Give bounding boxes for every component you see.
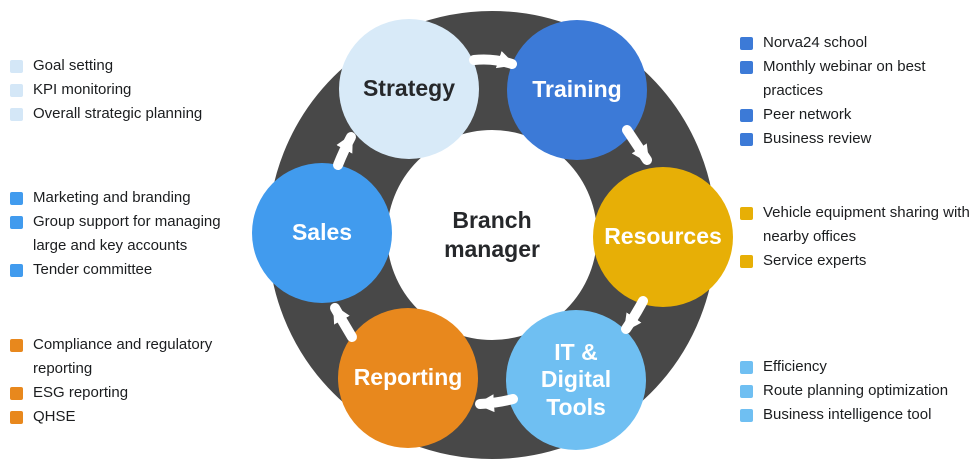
list-item-label: Tender committee [33, 261, 153, 278]
list-item-label: ESG reporting [33, 384, 129, 401]
bullet-square [10, 264, 23, 277]
list-item-label: Norva24 school [763, 34, 868, 51]
list-item-label: Vehicle equipment sharing with nearby of… [763, 204, 970, 245]
node-training-label: Training [532, 76, 622, 103]
list-item: Service experts [740, 249, 979, 273]
list-item: Vehicle equipment sharing with nearby of… [740, 201, 979, 249]
list-item-label: Business review [763, 130, 872, 147]
list-item-label: Group support for managing large and key… [33, 213, 221, 254]
list-item-label: Peer network [763, 106, 852, 123]
bullet-square [740, 207, 753, 220]
bullet-square [10, 192, 23, 205]
list-item: Efficiency [740, 355, 979, 379]
list-item: Route planning optimization [740, 379, 979, 403]
list-item-label: Marketing and branding [33, 189, 191, 206]
bullet-square [740, 37, 753, 50]
node-resources: Resources [593, 167, 733, 307]
list-item-label: Compliance and regulatory reporting [33, 336, 213, 377]
list-item: Compliance and regulatory reporting [10, 333, 250, 381]
list-item-label: Business intelligence tool [763, 406, 932, 423]
annotations-training: Norva24 school Monthly webinar on best p… [740, 31, 979, 151]
annotations-it-digital-tools: Efficiency Route planning optimization B… [740, 355, 979, 427]
bullet-square [10, 339, 23, 352]
bullet-square [740, 61, 753, 74]
list-item: KPI monitoring [10, 78, 250, 102]
list-item: Norva24 school [740, 31, 979, 55]
list-item: Goal setting [10, 54, 250, 78]
list-item-label: Service experts [763, 252, 867, 269]
center-label-text: Branch manager [444, 207, 540, 262]
list-item-label: QHSE [33, 408, 76, 425]
annotations-reporting: Compliance and regulatory reporting ESG … [10, 333, 250, 429]
list-item: ESG reporting [10, 381, 250, 405]
node-strategy: Strategy [339, 19, 479, 159]
node-reporting-label: Reporting [353, 364, 463, 391]
list-item: Business intelligence tool [740, 403, 979, 427]
bullet-square [10, 387, 23, 400]
center-label: Branch manager [432, 206, 552, 264]
bullet-square [740, 385, 753, 398]
list-item-label: KPI monitoring [33, 81, 132, 98]
list-item-label: Efficiency [763, 358, 827, 375]
bullet-square [740, 133, 753, 146]
node-training: Training [507, 20, 647, 160]
bullet-square [740, 409, 753, 422]
bullet-square [740, 255, 753, 268]
list-item-label: Route planning optimization [763, 382, 949, 399]
bullet-square [10, 60, 23, 73]
list-item: Tender committee [10, 258, 250, 282]
list-item: QHSE [10, 405, 250, 429]
bullet-square [10, 411, 23, 424]
list-item-label: Overall strategic planning [33, 105, 203, 122]
list-item: Marketing and branding [10, 186, 250, 210]
annotations-strategy: Goal setting KPI monitoring Overall stra… [10, 54, 250, 126]
list-item: Group support for managing large and key… [10, 210, 250, 258]
list-item: Overall strategic planning [10, 102, 250, 126]
bullet-square [10, 84, 23, 97]
list-item-label: Monthly webinar on best practices [763, 58, 926, 99]
node-reporting: Reporting [338, 308, 478, 448]
node-strategy-label: Strategy [362, 75, 456, 102]
bullet-square [10, 216, 23, 229]
list-item: Monthly webinar on best practices [740, 55, 979, 103]
annotations-sales: Marketing and branding Group support for… [10, 186, 250, 282]
annotations-resources: Vehicle equipment sharing with nearby of… [740, 201, 979, 273]
list-item-label: Goal setting [33, 57, 114, 74]
node-sales-label: Sales [291, 219, 353, 246]
node-it-digital-tools-label: IT & Digital Tools [540, 339, 612, 420]
bullet-square [740, 109, 753, 122]
node-resources-label: Resources [604, 223, 722, 250]
bullet-square [10, 108, 23, 121]
node-sales: Sales [252, 163, 392, 303]
bullet-square [740, 361, 753, 374]
list-item: Business review [740, 127, 979, 151]
list-item: Peer network [740, 103, 979, 127]
node-it-digital-tools: IT & Digital Tools [506, 310, 646, 450]
